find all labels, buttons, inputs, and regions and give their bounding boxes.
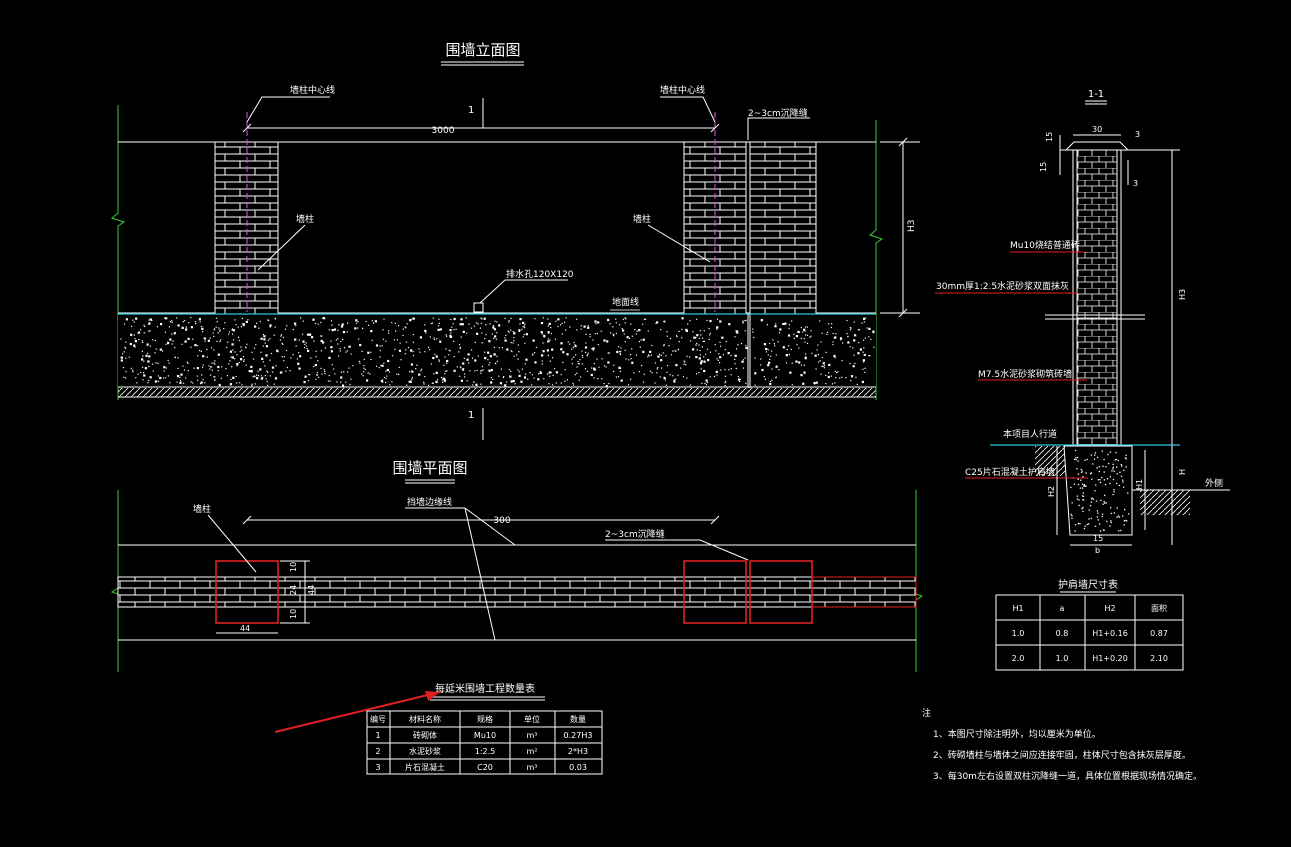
notes-heading: 注: [922, 707, 931, 719]
section-dim-cap-4: 3: [1133, 179, 1138, 188]
concrete-speckle: [120, 317, 875, 388]
section-wall: [1076, 149, 1118, 446]
annotation-arrow: [274, 691, 441, 733]
quantity-table-cell: 2*H3: [568, 747, 588, 756]
quantity-table-cell: 2: [375, 747, 380, 756]
plan-column-label: 墙柱: [193, 503, 211, 515]
notes: 注 1、本图尺寸除注明外，均以厘米为单位。 2、砖砌墙柱与墙体之间应连接牢固，柱…: [922, 707, 1202, 782]
quantity-table-cell: m²: [527, 747, 538, 756]
shoulder-table-header: a: [1060, 604, 1065, 613]
quantity-table-cell: 砖砌体: [413, 730, 437, 740]
shoulder-table-header: H1: [1012, 604, 1023, 613]
plan-dim-c: 10: [289, 609, 298, 619]
settlement-joint-label: 2~3cm沉降缝: [748, 107, 808, 119]
note-3: 3、每30m左右设置双柱沉降缝一道，具体位置根据现场情况确定。: [933, 770, 1202, 782]
shoulder-table-header: 面积: [1151, 603, 1167, 613]
section-dim-top-width: 30: [1092, 125, 1102, 134]
brick-label: Mu10烧结普通砖: [1010, 239, 1080, 251]
section-dim-cap-3: 15: [1039, 162, 1048, 172]
quantity-table-cell: 水泥砂浆: [409, 746, 441, 756]
quantity-table-cell: 1: [375, 731, 380, 740]
plan-spacing-dim: 300: [493, 516, 510, 526]
quantity-table-cell: 3: [375, 763, 380, 772]
quantity-table-header: 单位: [524, 714, 540, 724]
shoulder-table-cell: 1.0: [1056, 654, 1069, 663]
section-dim-H: H: [1178, 469, 1187, 475]
quantity-table-header: 材料名称: [409, 714, 441, 724]
section-dim-cap-1: 15: [1045, 132, 1054, 142]
quantity-table-cell: C20: [477, 763, 493, 772]
shoulder-table-cell: 1.0: [1012, 629, 1025, 638]
break-line-right: [868, 120, 884, 400]
outer-side-label: 外侧: [1205, 477, 1223, 489]
wall-edge-line-label: 挡墙边缘线: [407, 496, 452, 508]
section-mark-bottom: 1: [468, 410, 474, 421]
section-mark-top: 1: [468, 105, 474, 116]
quantity-table-header: 数量: [570, 714, 586, 724]
centerline-label-left: 墙柱中心线: [290, 84, 335, 96]
shoulder-table-cell: H1+0.20: [1092, 654, 1128, 663]
shoulder-table-cell: 0.87: [1150, 629, 1168, 638]
section-title: 1-1: [1088, 89, 1104, 100]
section-dim-H2: H2: [1047, 486, 1056, 497]
quantity-table-cell: 0.03: [569, 763, 587, 772]
note-2: 2、砖砌墙柱与墙体之间应连接牢固，柱体尺寸包含抹灰层厚度。: [933, 749, 1191, 761]
quantity-table-header: 编号: [370, 714, 386, 724]
ground-line-label: 地面线: [612, 296, 639, 308]
quantity-table-cell: m³: [527, 731, 538, 740]
section-dim-b: b: [1095, 546, 1100, 555]
wall-column-right-b: [749, 141, 817, 315]
plan-view: 围墙平面图 墙柱 挡墙边缘线 300 2~3cm沉降缝: [110, 459, 924, 672]
quantity-table-cell: Mu10: [474, 731, 496, 740]
column-label-left: 墙柱: [296, 213, 314, 225]
elevation-title: 围墙立面图: [445, 41, 520, 59]
quantity-table-title: 每延米围墙工程数量表: [435, 682, 535, 695]
elevation-height-dim: H3: [907, 220, 917, 233]
section-dim-cap-2: 3: [1135, 130, 1140, 139]
note-1: 1、本图尺寸除注明外，均以厘米为单位。: [933, 728, 1101, 740]
plaster-label: 30mm厚1:2.5水泥砂浆双面抹灰: [936, 280, 1069, 292]
elevation-spacing-dim: 3000: [432, 126, 455, 136]
shoulder-table-cell: 2.0: [1012, 654, 1025, 663]
footing-label: C25片石混凝土护肩墙: [965, 466, 1055, 478]
elevation-view: 围墙立面图 墙柱中心线 墙柱中心线 3000 1 1 2~3cm沉: [110, 41, 920, 440]
quantity-table: 每延米围墙工程数量表 编号 材料名称 规格 单位 数量 1 砖砌体 Mu10 m³ 0.27H3 2…: [274, 682, 603, 775]
plan-dim-a: 10: [289, 562, 298, 572]
quantity-table-cell: m³: [527, 763, 538, 772]
plan-title: 围墙平面图: [392, 459, 467, 477]
plan-column-right-a: [683, 560, 747, 624]
plan-dim-total: 44: [307, 585, 316, 595]
shoulder-footing: [1063, 445, 1133, 536]
column-label-right: 墙柱: [633, 213, 651, 225]
shoulder-table-header: H2: [1104, 604, 1115, 613]
shoulder-table-cell: H1+0.16: [1092, 629, 1128, 638]
quantity-table-cell: 1:2.5: [475, 747, 496, 756]
walkway-label: 本项目人行道: [1003, 428, 1057, 440]
quantity-table-cell: 片石混凝土: [405, 762, 445, 772]
plan-dim-width: 44: [240, 624, 250, 633]
plan-dim-b: 24: [289, 585, 298, 595]
drain-hole-label: 排水孔120X120: [506, 268, 574, 280]
shoulder-table-cell: 2.10: [1150, 654, 1168, 663]
section-view: 1-1 30 15 3 15 3 Mu10烧结普通砖 30mm厚1:2.5水泥砂…: [935, 89, 1230, 555]
mortar-label: M7.5水泥砂浆砌筑砖墙: [978, 368, 1072, 380]
section-dim-H1: H1: [1135, 479, 1144, 490]
quantity-table-header: 规格: [477, 714, 493, 724]
plan-settlement-joint-label: 2~3cm沉降缝: [605, 528, 665, 540]
shoulder-table-title: 护肩墙尺寸表: [1058, 578, 1118, 591]
plan-wall-body: [117, 576, 917, 608]
section-dim-H3: H3: [1178, 289, 1187, 300]
centerline-label-right: 墙柱中心线: [660, 84, 705, 96]
section-dim-15: 15: [1093, 534, 1103, 543]
quantity-table-cell: 0.27H3: [564, 731, 593, 740]
break-line-left: [110, 105, 126, 400]
shoulder-table-cell: 0.8: [1056, 629, 1069, 638]
